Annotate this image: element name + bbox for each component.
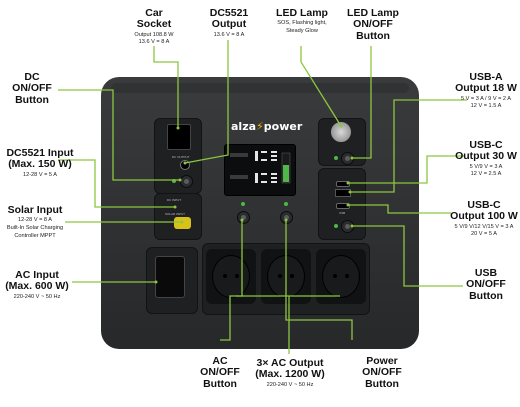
- usb-device-label: USB: [339, 211, 346, 215]
- brand-logo: alza⚡power: [231, 120, 302, 133]
- label-led-lamp-onoff: LED Lamp ON/OFF Button: [342, 7, 404, 42]
- dc5521-output-title-1: DC5521: [209, 7, 249, 19]
- ac-input-title-2: (Max. 600 W): [5, 280, 69, 293]
- led-lamp: [330, 121, 352, 143]
- dc-onoff-title-2: ON/OFF: [12, 82, 52, 95]
- car-socket-title-2: Socket: [136, 18, 172, 31]
- label-ac-input: AC Input (Max. 600 W) 220-240 V ~ 50 Hz: [0, 269, 74, 300]
- label-usb-onoff: USB ON/OFF Button: [456, 267, 516, 302]
- car-socket-spec-2: 13.6 V = 8 A: [138, 39, 170, 46]
- label-power-onoff: Power ON/OFF Button: [352, 355, 412, 390]
- dc5521-output-spec-1: 13.6 V = 8 A: [213, 31, 245, 38]
- car-socket-title-1: Car: [145, 7, 163, 19]
- dc-output-device-label: DC OUTPUT: [172, 155, 190, 159]
- usb-c-30-title-2: Output 30 W: [455, 150, 517, 163]
- car-socket-port: [167, 124, 191, 150]
- ac-onoff-title-1: AC: [212, 355, 228, 367]
- label-dc-onoff: DC ON/OFF Button: [6, 71, 58, 106]
- car-socket-spec-1: Output 108.8 W: [134, 31, 174, 38]
- led-lamp-spec-1: SOS, Flashing light,: [277, 20, 327, 27]
- label-dc5521-output: DC5521 Output 13.6 V = 8 A: [199, 7, 259, 38]
- ac-output-title-2: (Max. 1200 W): [255, 368, 325, 381]
- ac-input-port: [155, 256, 185, 298]
- usb-a-spec-1: 5 V = 3 A / 9 V = 2 A: [460, 95, 512, 102]
- ac-input-spec-1: 220-240 V ~ 50 Hz: [13, 293, 61, 300]
- brand-logo-prefix: alza: [231, 120, 257, 133]
- ac-output-title-1: 3× AC Output: [256, 357, 324, 369]
- label-usb-a: USB-A Output 18 W 5 V = 3 A / 9 V = 2 A …: [452, 71, 520, 110]
- solar-input-title: Solar Input: [7, 204, 63, 216]
- led-lamp-onoff-title-2: ON/OFF: [353, 18, 393, 31]
- dc5521-input-spec-1: 12-28 V = 5 A: [22, 171, 58, 178]
- ac-led: [241, 202, 245, 206]
- usb-c-30-spec-2: 12 V = 2.5 A: [470, 171, 502, 178]
- dc5521-output-title-2: Output: [211, 18, 247, 31]
- usb-onoff-title-2: ON/OFF: [466, 278, 506, 291]
- led-lamp-onoff-title-3: Button: [356, 29, 390, 42]
- solar-input-spec-3: Controller MPPT: [14, 232, 56, 239]
- dc-input-device-label: DC INPUT: [167, 198, 182, 202]
- usb-c-30-spec-1: 5 V/9 V = 3 A: [469, 163, 503, 170]
- carry-handle: [111, 83, 409, 93]
- ac-input-title-1: AC Input: [15, 269, 59, 281]
- ac-outlet-1: [206, 249, 256, 304]
- ac-onoff-button[interactable]: [237, 211, 250, 224]
- dc-onoff-title-1: DC: [24, 71, 40, 83]
- led-lamp-onoff-title-1: LED Lamp: [347, 7, 399, 19]
- usb-a-spec-2: 12 V = 1.5 A: [470, 103, 502, 110]
- solar-input-spec-1: 12-28 V = 8 A: [17, 217, 53, 224]
- dc-led: [172, 179, 176, 183]
- usb-c-30-title-1: USB-C: [469, 139, 503, 151]
- dc5521-input-title-2: (Max. 150 W): [8, 158, 72, 171]
- label-dc5521-input: DC5521 Input (Max. 150 W) 12-28 V = 5 A: [0, 147, 80, 178]
- solar-input-spec-2: Built-In Solar Charging: [6, 225, 64, 232]
- power-onoff-title-2: ON/OFF: [362, 366, 402, 379]
- usb-onoff-button[interactable]: [341, 220, 354, 233]
- usb-c-100w-port: [336, 203, 350, 209]
- ac-onoff-title-3: Button: [203, 377, 237, 390]
- power-led: [284, 202, 288, 206]
- label-car-socket: Car Socket Output 108.8 W 13.6 V = 8 A: [124, 7, 184, 46]
- ac-output-spec-1: 220-240 V ~ 50 Hz: [266, 381, 314, 388]
- usb-led: [334, 224, 338, 228]
- led-lamp-title: LED Lamp: [276, 7, 328, 19]
- solar-input-device-label: SOLAR INPUT: [165, 212, 186, 216]
- lamp-led: [334, 156, 338, 160]
- led-lamp-onoff-button[interactable]: [341, 152, 354, 165]
- usb-a-title-1: USB-A: [469, 71, 503, 83]
- power-onoff-button[interactable]: [280, 211, 293, 224]
- usb-c-100-title-1: USB-C: [467, 199, 501, 211]
- lcd-readout-graphic: [230, 151, 291, 184]
- label-ac-onoff: AC ON/OFF Button: [192, 355, 248, 390]
- power-onoff-title-1: Power: [366, 355, 398, 367]
- bolt-icon: ⚡: [256, 120, 264, 133]
- usb-c-100-title-2: Output 100 W: [450, 210, 518, 223]
- dc-onoff-button[interactable]: [180, 175, 193, 188]
- usb-c-100-spec-2: 20 V = 5 A: [471, 231, 497, 238]
- brand-logo-suffix: power: [263, 120, 303, 133]
- usb-onoff-title-3: Button: [469, 289, 503, 302]
- dc5521-output-port: [180, 160, 190, 170]
- ac-outlet-2: [261, 249, 311, 304]
- usb-onoff-title-1: USB: [474, 267, 498, 279]
- dc-onoff-title-3: Button: [15, 93, 49, 106]
- lcd-display: [224, 144, 296, 196]
- led-lamp-spec-2: Steady Glow: [286, 28, 318, 35]
- power-onoff-title-3: Button: [365, 377, 399, 390]
- solar-input-port: [174, 217, 191, 229]
- label-led-lamp: LED Lamp SOS, Flashing light, Steady Glo…: [266, 7, 338, 35]
- dc5521-input-title-1: DC5521 Input: [6, 147, 74, 159]
- label-solar-input: Solar Input 12-28 V = 8 A Built-In Solar…: [0, 204, 70, 239]
- label-usb-c-100: USB-C Output 100 W 5 V/9 V/12 V/15 V = 3…: [448, 199, 520, 238]
- usb-c-100-spec-1: 5 V/9 V/12 V/15 V = 3 A: [454, 223, 514, 230]
- usb-a-port: [335, 189, 351, 197]
- label-ac-output: 3× AC Output (Max. 1200 W) 220-240 V ~ 5…: [250, 357, 330, 388]
- ac-onoff-title-2: ON/OFF: [200, 366, 240, 379]
- usb-c-30w-port: [336, 181, 350, 187]
- usb-a-title-2: Output 18 W: [455, 82, 517, 95]
- label-usb-c-30: USB-C Output 30 W 5 V/9 V = 3 A 12 V = 2…: [452, 139, 520, 178]
- ac-outlet-3: [316, 249, 366, 304]
